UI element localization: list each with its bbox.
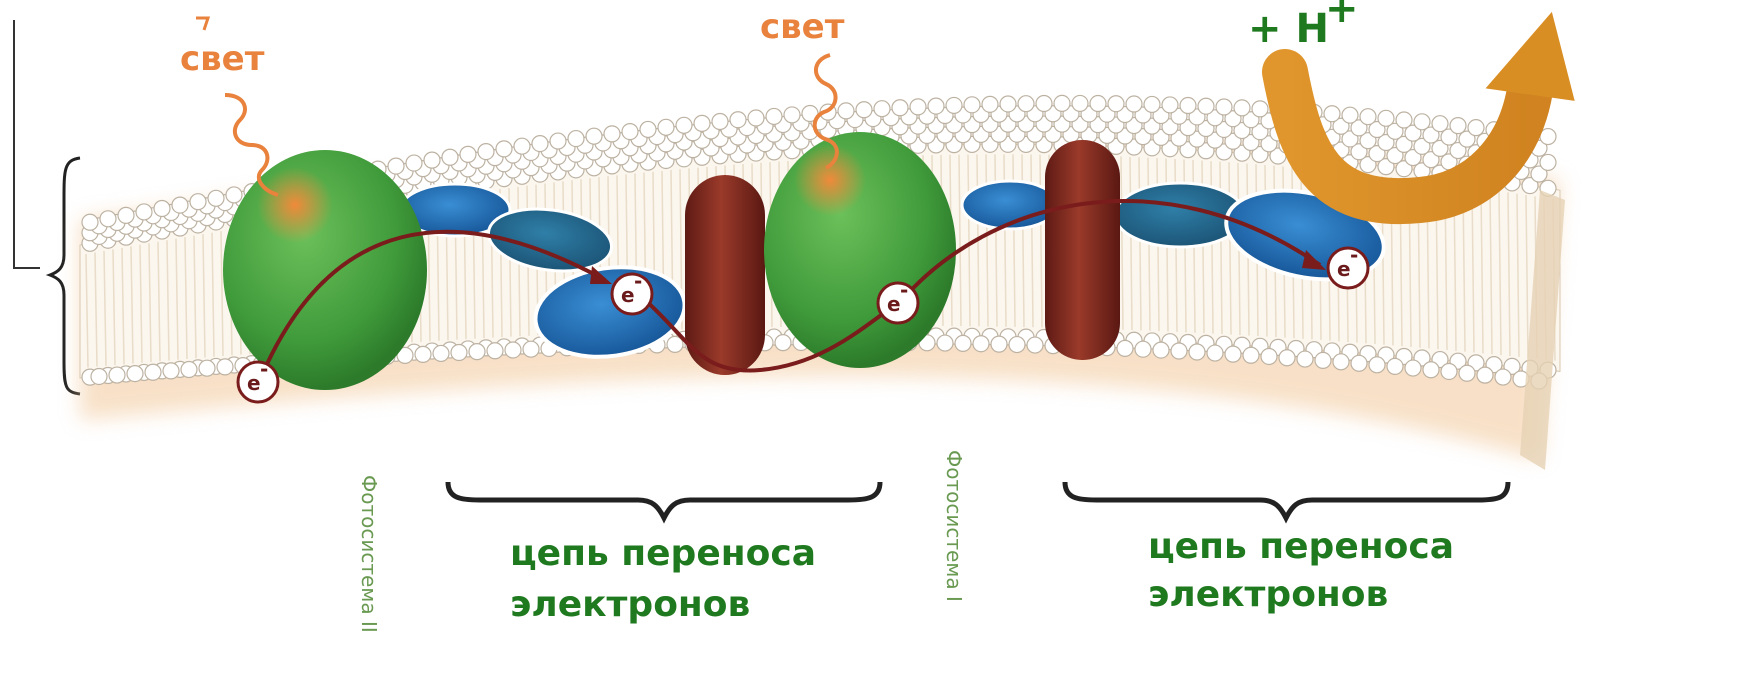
light-label-1: свет [180, 39, 265, 79]
proton-label: + H [1248, 6, 1329, 52]
chain-brace-2 [1065, 482, 1508, 518]
photosystem-2-label: Фотосистема II [357, 475, 381, 633]
proton-label-superscript: + [1325, 0, 1359, 32]
proton-arrow-head [1486, 4, 1587, 101]
chain-label-2-line1: цепь переноса [1148, 526, 1454, 567]
light-wave-stub [196, 18, 208, 30]
chain-brace-1 [448, 482, 880, 518]
carrier-teal-2 [1115, 183, 1245, 247]
cytochrome-complex-1 [685, 175, 765, 375]
svg-text:e: e [887, 292, 901, 316]
svg-text:-: - [634, 269, 642, 293]
svg-text:e: e [247, 371, 261, 395]
membrane-brace [50, 158, 80, 394]
svg-text:-: - [260, 357, 268, 381]
chain-label-1-line2: электронов [510, 584, 750, 625]
chain-label-2-line2: электронов [1148, 574, 1388, 615]
photosystem-2-reaction-center [257, 167, 333, 243]
light-label-2: свет [760, 7, 845, 47]
svg-text:-: - [1350, 243, 1358, 267]
photosystem-1-label: Фотосистема I [942, 450, 966, 602]
scale-bracket-line [14, 20, 40, 268]
svg-text:e: e [621, 283, 635, 307]
cytochrome-complex-2 [1045, 140, 1120, 360]
photosystem-1-reaction-center [794, 144, 866, 216]
chain-label-1-line1: цепь переноса [510, 533, 816, 574]
svg-text:e: e [1337, 257, 1351, 281]
svg-text:-: - [900, 278, 908, 302]
